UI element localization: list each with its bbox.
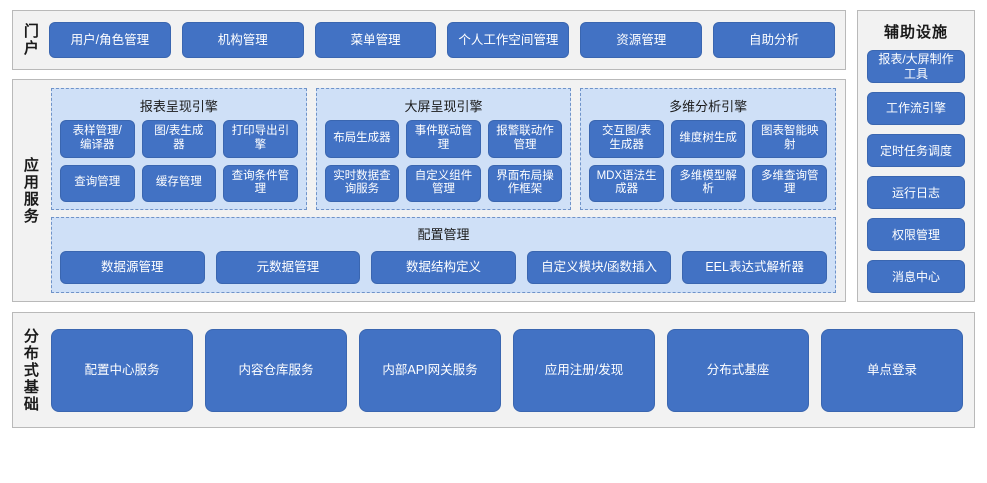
group-large-screen-rendering-engine: 大屏呈现引擎 布局生成器 事件联动管理 报警联动作管理 实时数据查询服务 自定义… bbox=[315, 88, 572, 211]
olap-item-interactive-chart-table-generator[interactable]: 交互图/表生成器 bbox=[589, 120, 664, 158]
distributed-foundation-band-label-text: 分布式基础 bbox=[21, 327, 39, 413]
portal-item-self-service-analysis[interactable]: 自助分析 bbox=[713, 22, 835, 58]
auxiliary-facilities-panel: 辅助设施 报表/大屏制作工具 工作流引擎 定时任务调度 运行日志 权限管理 消息… bbox=[857, 10, 975, 303]
group-grid-multidimensional-analysis-engine: 交互图/表生成器 维度树生成 图表智能映射 MDX语法生成器 多维模型解析 多维… bbox=[589, 120, 827, 203]
portal-item-menu-management[interactable]: 菜单管理 bbox=[314, 22, 437, 58]
aux-item-permission-management[interactable]: 权限管理 bbox=[867, 218, 965, 252]
report-item-form-template-management-compiler[interactable]: 表样管理/编译器 bbox=[60, 120, 135, 158]
report-item-query-management[interactable]: 查询管理 bbox=[60, 164, 135, 203]
auxiliary-facilities-title: 辅助设施 bbox=[883, 24, 948, 41]
dist-item-distributed-base[interactable]: 分布式基座 bbox=[667, 328, 809, 412]
auxiliary-facilities-list: 报表/大屏制作工具 工作流引擎 定时任务调度 运行日志 权限管理 消息中心 bbox=[867, 50, 965, 294]
group-title-configuration-management: 配置管理 bbox=[417, 227, 470, 243]
portal-item-resource-management[interactable]: 资源管理 bbox=[580, 22, 703, 58]
screen-item-custom-component-management[interactable]: 自定义组件管理 bbox=[406, 164, 481, 203]
group-configuration-management: 配置管理 数据源管理 元数据管理 数据结构定义 自定义模块/函数插入 EEL表达… bbox=[51, 217, 836, 294]
config-item-datasource-management[interactable]: 数据源管理 bbox=[60, 251, 205, 285]
application-services-band-label-text: 应用服务 bbox=[21, 156, 39, 225]
report-item-chart-table-generator[interactable]: 图/表生成器 bbox=[141, 120, 217, 158]
group-title-large-screen-rendering-engine: 大屏呈现引擎 bbox=[404, 99, 483, 114]
portal-band-label: 门户 bbox=[13, 11, 47, 69]
engines-row: 报表呈现引擎 表样管理/编译器 图/表生成器 打印导出引擎 查询管理 缓存管理 … bbox=[51, 88, 837, 211]
report-item-cache-management[interactable]: 缓存管理 bbox=[141, 164, 217, 203]
screen-item-layout-generator[interactable]: 布局生成器 bbox=[324, 120, 400, 158]
report-item-print-export-engine[interactable]: 打印导出引擎 bbox=[223, 120, 298, 158]
aux-item-report-dashboard-authoring-tool[interactable]: 报表/大屏制作工具 bbox=[867, 50, 965, 84]
aux-item-runtime-log[interactable]: 运行日志 bbox=[867, 176, 965, 210]
portal-item-organization-management[interactable]: 机构管理 bbox=[181, 22, 304, 58]
olap-item-dimension-tree-generation[interactable]: 维度树生成 bbox=[670, 120, 746, 158]
screen-item-ui-layout-operation-framework[interactable]: 界面布局操作框架 bbox=[487, 164, 563, 203]
portal-band-label-text: 门户 bbox=[21, 23, 39, 57]
olap-item-chart-intelligent-mapping[interactable]: 图表智能映射 bbox=[752, 120, 827, 158]
group-report-rendering-engine: 报表呈现引擎 表样管理/编译器 图/表生成器 打印导出引擎 查询管理 缓存管理 … bbox=[51, 88, 307, 211]
dist-item-internal-api-gateway-service[interactable]: 内部API网关服务 bbox=[359, 328, 501, 412]
config-item-metadata-management[interactable]: 元数据管理 bbox=[215, 251, 361, 285]
portal-item-personal-workspace-management[interactable]: 个人工作空间管理 bbox=[447, 22, 570, 58]
config-item-data-structure-definition[interactable]: 数据结构定义 bbox=[371, 251, 516, 285]
screen-item-realtime-data-query-service[interactable]: 实时数据查询服务 bbox=[324, 164, 400, 203]
dist-item-content-repository-service[interactable]: 内容仓库服务 bbox=[205, 328, 347, 412]
configuration-button-row: 数据源管理 元数据管理 数据结构定义 自定义模块/函数插入 EEL表达式解析器 bbox=[60, 248, 827, 285]
dist-item-application-registration-discovery[interactable]: 应用注册/发现 bbox=[513, 328, 655, 412]
config-item-custom-module-function-insertion[interactable]: 自定义模块/函数插入 bbox=[526, 251, 672, 285]
portal-band: 门户 用户/角色管理 机构管理 菜单管理 个人工作空间管理 资源管理 自助分析 bbox=[12, 10, 846, 70]
screen-item-event-linkage-management[interactable]: 事件联动管理 bbox=[406, 120, 481, 158]
olap-item-multidimensional-model-parsing[interactable]: 多维模型解析 bbox=[670, 164, 746, 203]
application-services-body: 报表呈现引擎 表样管理/编译器 图/表生成器 打印导出引擎 查询管理 缓存管理 … bbox=[47, 80, 845, 301]
config-item-eel-expression-parser[interactable]: EEL表达式解析器 bbox=[682, 251, 827, 285]
screen-item-alarm-linkage-action-management[interactable]: 报警联动作管理 bbox=[487, 120, 563, 158]
report-item-query-condition-management[interactable]: 查询条件管理 bbox=[223, 164, 298, 203]
distributed-foundation-band-label: 分布式基础 bbox=[13, 313, 47, 427]
dist-item-single-sign-on[interactable]: 单点登录 bbox=[821, 328, 963, 412]
distributed-foundation-band: 分布式基础 配置中心服务 内容仓库服务 内部API网关服务 应用注册/发现 分布… bbox=[12, 312, 975, 429]
group-title-report-rendering-engine: 报表呈现引擎 bbox=[139, 99, 218, 114]
left-column: 门户 用户/角色管理 机构管理 菜单管理 个人工作空间管理 资源管理 自助分析 bbox=[12, 10, 846, 303]
olap-item-multidimensional-query-management[interactable]: 多维查询管理 bbox=[752, 164, 827, 203]
distributed-button-row: 配置中心服务 内容仓库服务 内部API网关服务 应用注册/发现 分布式基座 单点… bbox=[47, 328, 974, 412]
dist-item-config-center-service[interactable]: 配置中心服务 bbox=[51, 328, 193, 412]
group-multidimensional-analysis-engine: 多维分析引擎 交互图/表生成器 维度树生成 图表智能映射 MDX语法生成器 多维… bbox=[580, 88, 837, 211]
group-title-multidimensional-analysis-engine: 多维分析引擎 bbox=[669, 99, 748, 114]
application-services-band: 应用服务 报表呈现引擎 表样管理/编译器 图/表生成器 打印导出引擎 查询管理 bbox=[12, 79, 846, 303]
aux-item-message-center[interactable]: 消息中心 bbox=[867, 260, 965, 294]
portal-item-user-role-management[interactable]: 用户/角色管理 bbox=[49, 22, 171, 58]
portal-band-body: 用户/角色管理 机构管理 菜单管理 个人工作空间管理 资源管理 自助分析 bbox=[47, 11, 845, 69]
distributed-foundation-body: 配置中心服务 内容仓库服务 内部API网关服务 应用注册/发现 分布式基座 单点… bbox=[47, 313, 974, 427]
group-grid-report-rendering-engine: 表样管理/编译器 图/表生成器 打印导出引擎 查询管理 缓存管理 查询条件管理 bbox=[60, 120, 298, 203]
portal-button-row: 用户/角色管理 机构管理 菜单管理 个人工作空间管理 资源管理 自助分析 bbox=[47, 22, 845, 58]
olap-item-mdx-syntax-generator[interactable]: MDX语法生成器 bbox=[589, 164, 664, 203]
group-grid-large-screen-rendering-engine: 布局生成器 事件联动管理 报警联动作管理 实时数据查询服务 自定义组件管理 界面… bbox=[324, 120, 563, 203]
top-area: 门户 用户/角色管理 机构管理 菜单管理 个人工作空间管理 资源管理 自助分析 bbox=[12, 10, 975, 303]
application-services-band-label: 应用服务 bbox=[13, 80, 47, 301]
aux-item-scheduled-task-scheduling[interactable]: 定时任务调度 bbox=[867, 134, 965, 168]
aux-item-workflow-engine[interactable]: 工作流引擎 bbox=[867, 92, 965, 126]
